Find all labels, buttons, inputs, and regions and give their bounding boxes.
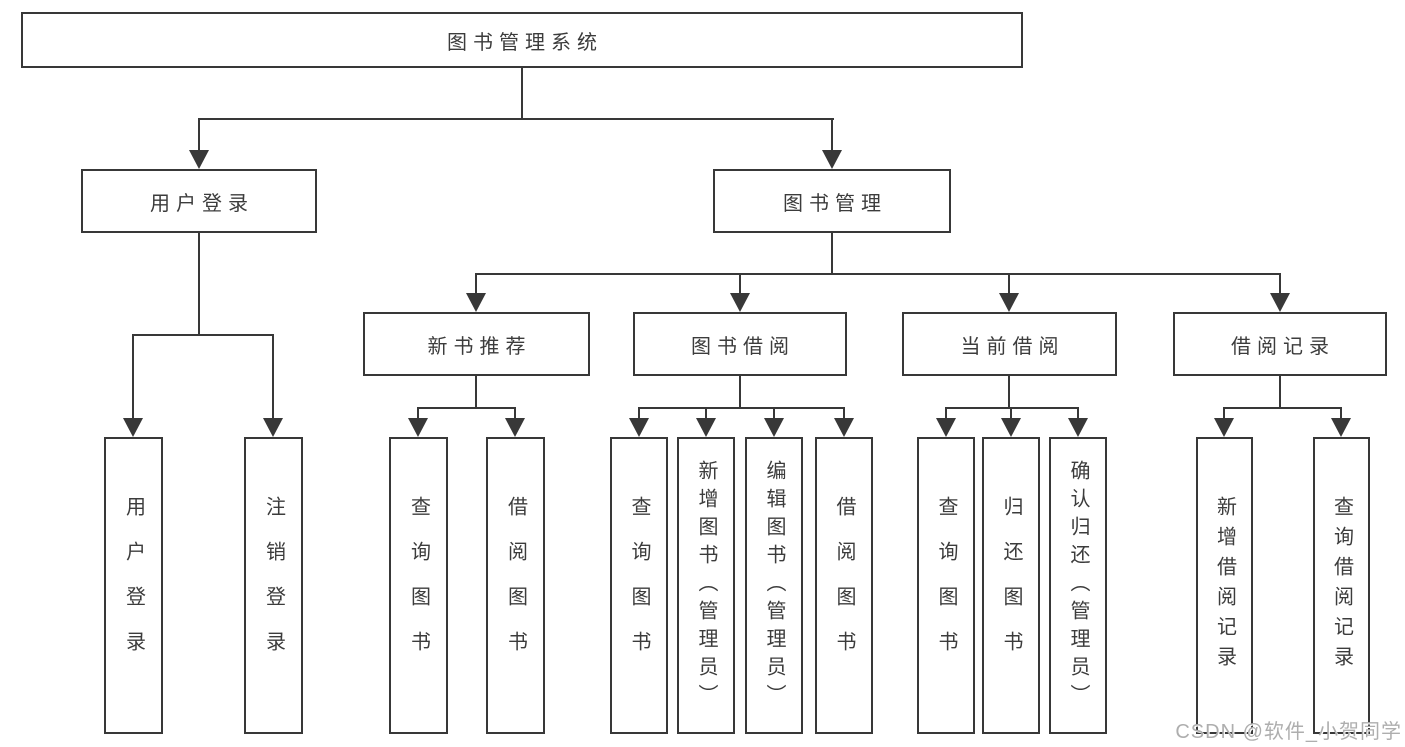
- arrowhead-nb-query: [408, 418, 428, 437]
- node-borrow-record-label: 借阅记录: [1231, 335, 1335, 358]
- leaf-return-book: 归还图书: [982, 437, 1040, 734]
- arrowhead-nb-borrow: [505, 418, 525, 437]
- edge-current-borrow-branch: [945, 407, 1079, 409]
- node-new-book-recommend-label: 新书推荐: [427, 335, 532, 358]
- edge-stem-bb-edit: [773, 407, 775, 421]
- edge-stem-bb-borrow: [843, 407, 845, 421]
- leaf-user-login: 用户登录: [104, 437, 163, 734]
- arrowhead-borrow-record: [1270, 293, 1290, 312]
- edge-stem-current-borrow: [1008, 273, 1010, 297]
- arrowhead-bb-add: [696, 418, 716, 437]
- edge-book-borrow-branch: [638, 407, 845, 409]
- leaf-current-query-book-label: 查询图书: [935, 495, 957, 676]
- leaf-add-borrow-record: 新增借阅记录: [1196, 437, 1253, 734]
- edge-stem-nb-borrow: [514, 407, 516, 421]
- leaf-borrow-borrow-book-label: 借阅图书: [833, 495, 855, 676]
- edge-stem-br-add: [1223, 407, 1225, 421]
- edge-stem-cb-return: [1010, 407, 1012, 421]
- edge-stem-cb-query: [945, 407, 947, 421]
- arrowhead-book-borrow: [730, 293, 750, 312]
- leaf-newbook-query-book: 查询图书: [389, 437, 448, 734]
- edge-borrow-record-trunk: [1279, 376, 1281, 409]
- leaf-confirm-return-admin: 确认归还（管理员）: [1049, 437, 1107, 734]
- edge-stem-leaf-login: [132, 334, 134, 422]
- node-system-root: 图书管理系统: [21, 12, 1023, 68]
- edge-book-borrow-trunk: [739, 376, 741, 409]
- leaf-edit-book-admin: 编辑图书（管理员）: [745, 437, 803, 734]
- leaf-borrow-query-book: 查询图书: [610, 437, 668, 734]
- node-system-root-label: 图书管理系统: [447, 31, 603, 54]
- edge-stem-nb-query: [417, 407, 419, 421]
- node-borrow-record: 借阅记录: [1173, 312, 1387, 376]
- edge-new-book-trunk: [475, 376, 477, 409]
- arrowhead-leaf-login: [123, 418, 143, 437]
- edge-stem-br-query: [1340, 407, 1342, 421]
- node-book-management-label: 图书管理: [783, 192, 887, 215]
- leaf-logout-label: 注销登录: [262, 495, 285, 676]
- arrowhead-bb-query: [629, 418, 649, 437]
- leaf-return-book-label: 归还图书: [1000, 495, 1022, 676]
- node-book-management: 图书管理: [713, 169, 951, 233]
- arrowhead-book-management: [822, 150, 842, 169]
- arrowhead-cb-return: [1001, 418, 1021, 437]
- csdn-watermark: CSDN @软件_小贺同学: [1175, 721, 1402, 743]
- node-book-borrow: 图书借阅: [633, 312, 847, 376]
- edge-new-book-branch: [417, 407, 516, 409]
- arrowhead-bb-edit: [764, 418, 784, 437]
- leaf-borrow-borrow-book: 借阅图书: [815, 437, 873, 734]
- edge-user-login-trunk: [198, 233, 200, 336]
- arrowhead-cb-query: [936, 418, 956, 437]
- node-user-login-label: 用户登录: [150, 192, 254, 215]
- leaf-add-borrow-record-label: 新增借阅记录: [1213, 495, 1236, 676]
- leaf-current-query-book: 查询图书: [917, 437, 975, 734]
- leaf-query-borrow-record: 查询借阅记录: [1313, 437, 1370, 734]
- arrowhead-br-query: [1331, 418, 1351, 437]
- leaf-query-borrow-record-label: 查询借阅记录: [1330, 495, 1353, 676]
- leaf-newbook-borrow-book: 借阅图书: [486, 437, 545, 734]
- leaf-user-login-label: 用户登录: [122, 495, 145, 676]
- edge-stem-user-login: [198, 118, 200, 154]
- node-book-borrow-label: 图书借阅: [691, 335, 795, 358]
- leaf-borrow-query-book-label: 查询图书: [628, 495, 650, 676]
- leaf-newbook-query-book-label: 查询图书: [407, 495, 430, 676]
- arrowhead-user-login: [189, 150, 209, 169]
- arrowhead-current-borrow: [999, 293, 1019, 312]
- edge-book-management-trunk: [831, 233, 833, 275]
- node-user-login: 用户登录: [81, 169, 317, 233]
- arrowhead-new-book: [466, 293, 486, 312]
- leaf-add-book-admin: 新增图书（管理员）: [677, 437, 735, 734]
- edge-stem-leaf-logout: [272, 334, 274, 422]
- edge-stem-book-management: [831, 118, 833, 154]
- edge-current-borrow-trunk: [1008, 376, 1010, 409]
- edge-stem-bb-query: [638, 407, 640, 421]
- node-new-book-recommend: 新书推荐: [363, 312, 590, 376]
- edge-stem-bb-add: [705, 407, 707, 421]
- edge-stem-cb-confirm: [1077, 407, 1079, 421]
- edge-stem-new-book: [475, 273, 477, 297]
- node-current-borrow-label: 当前借阅: [960, 335, 1065, 358]
- edge-stem-borrow-record: [1279, 273, 1281, 297]
- node-current-borrow: 当前借阅: [902, 312, 1117, 376]
- arrowhead-leaf-logout: [263, 418, 283, 437]
- edge-level2-branch: [475, 273, 1281, 275]
- leaf-confirm-return-admin-label: 确认归还（管理员）: [1067, 459, 1089, 712]
- arrowhead-bb-borrow: [834, 418, 854, 437]
- leaf-logout: 注销登录: [244, 437, 303, 734]
- leaf-add-book-admin-label: 新增图书（管理员）: [695, 459, 717, 712]
- edge-level1-branch: [198, 118, 834, 120]
- edge-stem-book-borrow: [739, 273, 741, 297]
- edge-root-trunk: [521, 68, 523, 120]
- leaf-newbook-borrow-book-label: 借阅图书: [504, 495, 527, 676]
- edge-user-login-branch: [132, 334, 274, 336]
- leaf-edit-book-admin-label: 编辑图书（管理员）: [763, 459, 785, 712]
- edge-borrow-record-branch: [1223, 407, 1342, 409]
- arrowhead-br-add: [1214, 418, 1234, 437]
- arrowhead-cb-confirm: [1068, 418, 1088, 437]
